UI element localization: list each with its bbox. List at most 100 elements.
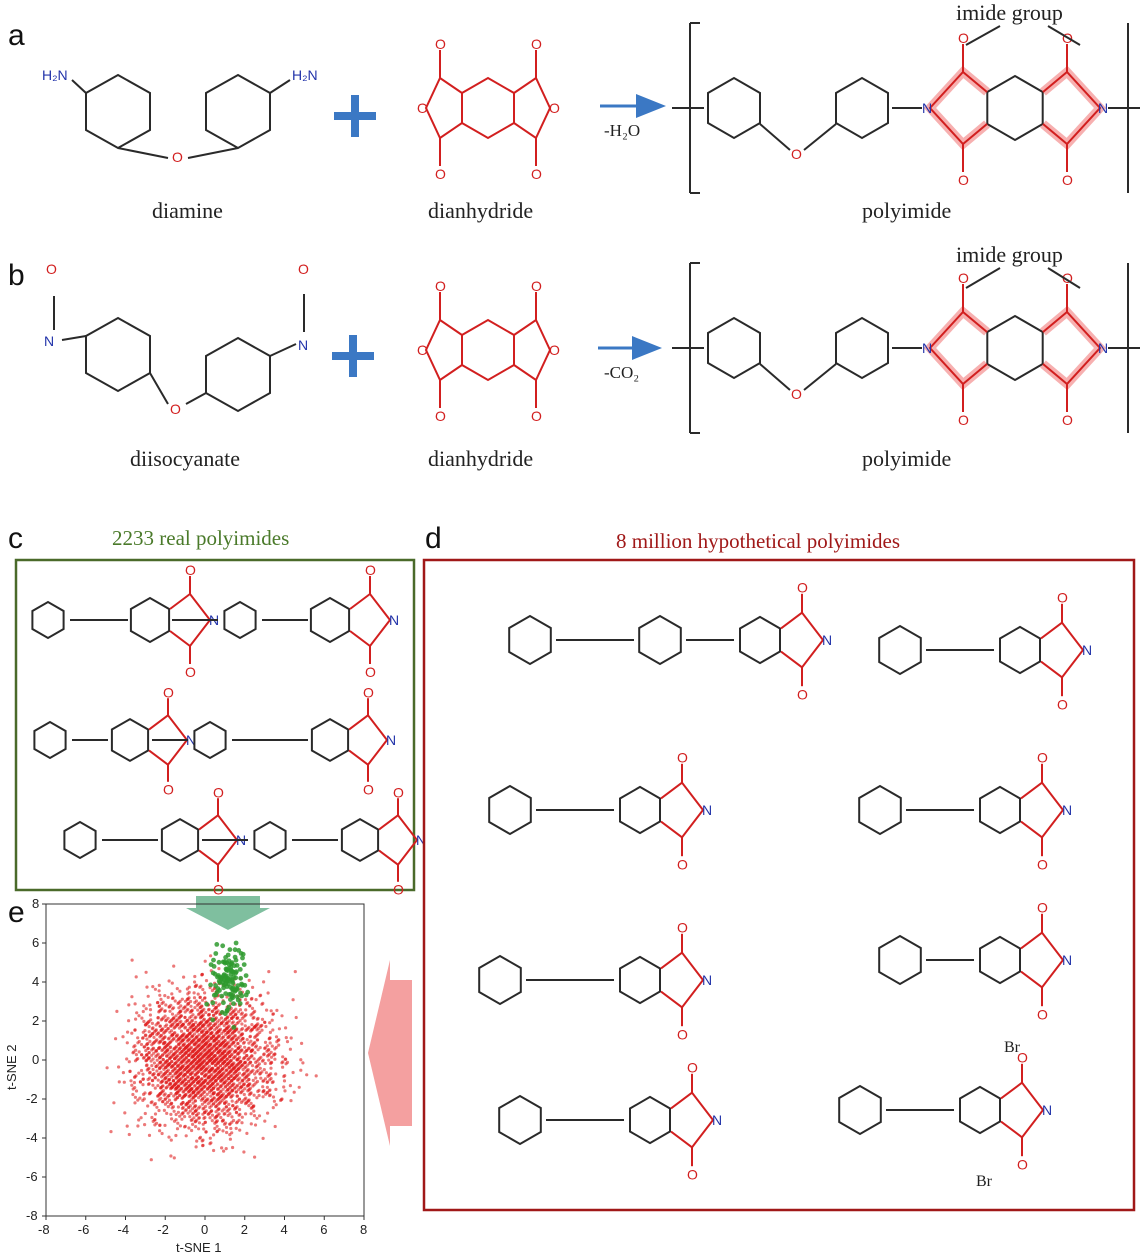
scatter-point: [252, 1010, 256, 1015]
scatter-point: [192, 1022, 196, 1027]
scatter-point: [263, 1077, 267, 1081]
scatter-point: [187, 1079, 191, 1084]
scatter-point: [127, 1003, 131, 1007]
down-arrow-green: [186, 896, 270, 930]
scatter-point: [208, 982, 214, 988]
scatter-point: [167, 1005, 171, 1009]
scatter-point: [217, 1018, 221, 1022]
scatter-point: [232, 1077, 236, 1081]
scatter-point: [221, 1046, 225, 1050]
scatter-point: [237, 1001, 243, 1006]
scatter-point: [200, 1072, 204, 1076]
scatter-point: [265, 1044, 269, 1048]
scatter-point: [173, 1061, 177, 1065]
scatter-point: [260, 1017, 265, 1022]
scatter-point: [202, 1116, 206, 1120]
scatter-point: [158, 1060, 163, 1064]
scatter-point: [206, 1076, 210, 1080]
scatter-point: [170, 1059, 174, 1064]
scatter-point: [202, 1017, 206, 1021]
scatter-point: [189, 1025, 193, 1029]
scatter-point: [239, 1090, 244, 1094]
scatter-point: [220, 959, 226, 965]
scatter-point: [253, 1040, 257, 1045]
scatter-point: [142, 1019, 146, 1024]
scatter-point: [249, 1101, 253, 1105]
scatter-point: [206, 1008, 211, 1012]
scatter-point: [199, 1088, 204, 1092]
scatter-point: [228, 971, 234, 977]
scatter-point: [252, 1015, 256, 1020]
scatter-point: [159, 997, 163, 1002]
scatter-point: [243, 1066, 247, 1070]
y-axis-label: t-SNE 2: [4, 1044, 19, 1090]
scatter-point: [145, 985, 149, 989]
scatter-point: [164, 1029, 168, 1033]
scatter-point: [132, 1081, 136, 1085]
isocyanate-nitrogen-right: N: [298, 337, 308, 353]
left-arrow-pink: [368, 960, 412, 1146]
scatter-point: [223, 1028, 227, 1032]
scatter-point: [214, 1104, 218, 1109]
scatter-point: [245, 1038, 249, 1042]
scatter-point: [180, 1060, 184, 1064]
scatter-point: [167, 1036, 171, 1040]
scatter-point: [205, 1061, 209, 1065]
scatter-point: [174, 1086, 178, 1090]
imide-ring: [1042, 310, 1102, 386]
scatter-point: [207, 1054, 211, 1058]
scatter-point: [274, 1045, 278, 1049]
scatter-point: [194, 1051, 198, 1055]
scatter-point: [237, 1030, 241, 1034]
scatter-point: [133, 1075, 137, 1079]
imide-ring: [670, 1091, 715, 1149]
scatter-point: [230, 1047, 234, 1051]
scatter-point: [219, 993, 225, 999]
scatter-point: [204, 1020, 208, 1024]
scatter-point: [167, 1094, 171, 1098]
y-tick-label: -6: [26, 1169, 38, 1184]
scatter-point: [212, 1034, 216, 1038]
scatter-point: [226, 978, 232, 983]
scatter-point: [192, 1069, 196, 1073]
scatter-point: [193, 1006, 197, 1010]
scatter-point: [158, 1066, 162, 1070]
scatter-point: [198, 1058, 202, 1062]
scatter-point: [188, 1084, 192, 1088]
scatter-point: [184, 1056, 188, 1060]
scatter-point: [197, 1106, 201, 1110]
scatter-point: [144, 1058, 148, 1063]
scatter-point: [178, 989, 182, 993]
scatter-point: [112, 1101, 116, 1105]
scatter-point: [127, 1132, 131, 1137]
scatter-point: [230, 1021, 234, 1025]
scatter-point: [184, 1134, 188, 1138]
scatter-point: [281, 1060, 285, 1064]
scatter-point: [233, 975, 239, 981]
carbonyl-oxygen: O: [1017, 1157, 1028, 1173]
scatter-point: [210, 1113, 215, 1117]
carbonyl-oxygen: O: [1057, 697, 1068, 713]
scatter-point: [181, 1096, 185, 1100]
scatter-point: [164, 1045, 168, 1049]
scatter-point: [164, 1019, 168, 1023]
ring-oxygen: O: [549, 342, 560, 358]
imide-group-annotation-b: imide group: [956, 242, 1063, 267]
scatter-point: [239, 1033, 243, 1037]
carbonyl-oxygen: O: [958, 172, 969, 188]
scatter-point: [139, 1068, 144, 1073]
panel-letter-e: e: [8, 896, 25, 929]
scatter-point: [274, 1072, 278, 1076]
scatter-point: [208, 1136, 212, 1140]
scatter-point: [150, 1115, 154, 1120]
scatter-point: [234, 1069, 238, 1073]
scatter-point: [156, 1016, 160, 1020]
scatter-point: [149, 1158, 153, 1162]
scatter-point: [189, 1077, 194, 1081]
scatter-point: [215, 1129, 219, 1133]
scatter-point: [130, 995, 134, 999]
scatter-point: [148, 1039, 152, 1043]
scatter-point: [209, 1094, 213, 1098]
scatter-point: [134, 975, 138, 979]
